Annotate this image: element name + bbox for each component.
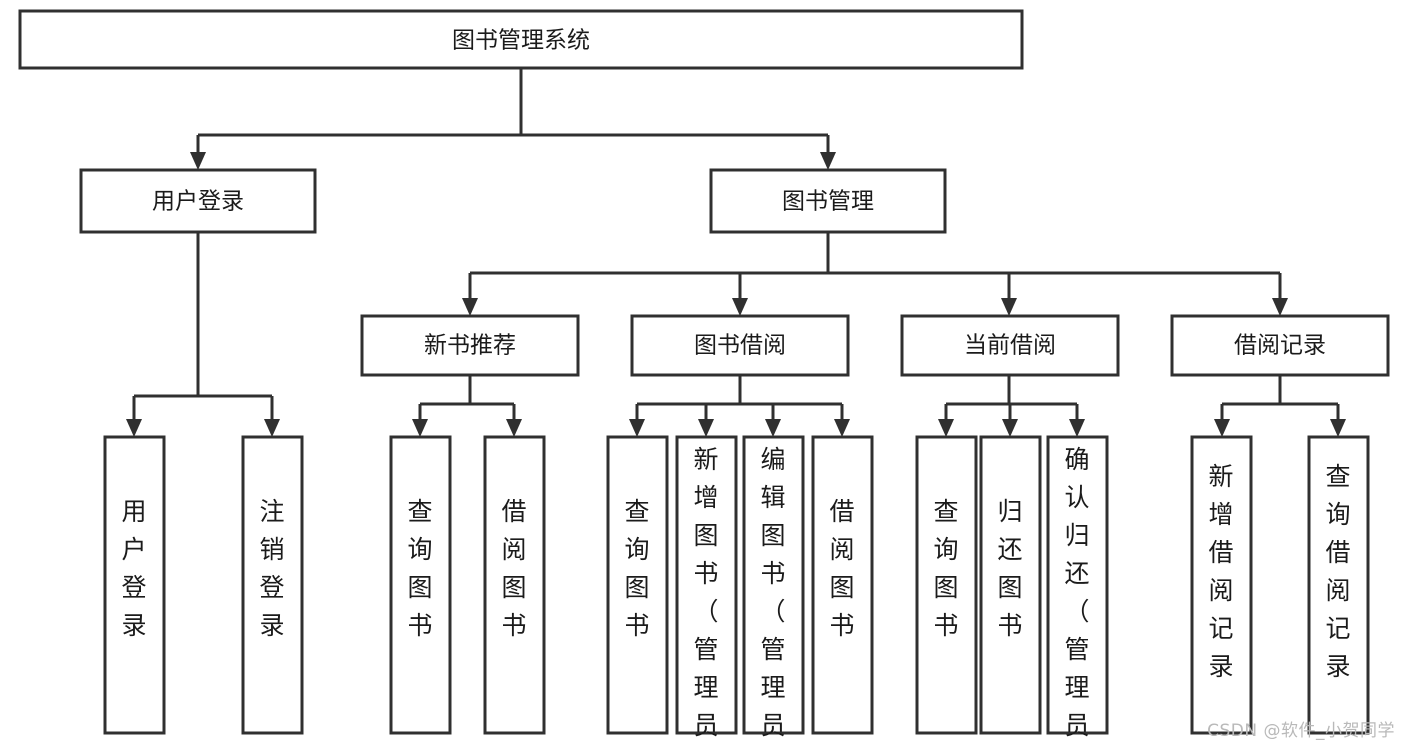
arrow-to-user-login bbox=[190, 152, 206, 170]
node-leaf-add-record-label: 新增借阅记录 bbox=[1208, 462, 1233, 681]
arrow-to-leaf-borrow-book-2 bbox=[834, 419, 850, 437]
node-leaf-query-record-label: 查询借阅记录 bbox=[1325, 462, 1350, 681]
node-leaf-query-book-3-label: 查询图书 bbox=[933, 497, 958, 640]
node-leaf-return-book-label: 归还图书 bbox=[997, 497, 1022, 640]
node-leaf-edit-book-box[interactable] bbox=[742, 435, 805, 735]
arrow-to-leaf-add-record bbox=[1214, 419, 1230, 437]
node-leaf-return-book-box[interactable] bbox=[979, 435, 1042, 735]
node-leaf-borrow-book-2-box[interactable] bbox=[811, 435, 874, 735]
arrow-to-book-borrow bbox=[732, 298, 748, 316]
node-leaf-edit-book-label: 编辑图书（管理员） bbox=[760, 445, 785, 747]
arrow-to-leaf-add-book bbox=[698, 419, 714, 437]
arrow-to-leaf-query-book-3 bbox=[938, 419, 954, 437]
arrow-to-leaf-query-book-2 bbox=[629, 419, 645, 437]
node-root-label: 图书管理系统 bbox=[452, 28, 590, 54]
node-current-borrow[interactable]: 当前借阅 bbox=[900, 314, 1120, 377]
node-book-manage[interactable]: 图书管理 bbox=[709, 168, 947, 234]
node-leaf-logout-login-box[interactable] bbox=[241, 435, 304, 735]
node-user-login-box[interactable] bbox=[79, 168, 317, 234]
node-leaf-query-book-2-box[interactable] bbox=[606, 435, 669, 735]
node-root[interactable]: 图书管理系统 bbox=[18, 9, 1024, 70]
csdn-watermark: CSDN @软件_小贺同学 bbox=[1207, 721, 1395, 741]
node-leaf-add-book-label: 新增图书（管理员） bbox=[693, 445, 718, 747]
node-leaf-add-record[interactable]: 新增借阅记录 bbox=[1190, 435, 1253, 735]
arrow-to-leaf-logout bbox=[264, 419, 280, 437]
node-leaf-confirm-return[interactable]: 确认归还（管理员） bbox=[1046, 435, 1109, 747]
node-leaf-edit-book[interactable]: 编辑图书（管理员） bbox=[742, 435, 805, 747]
node-book-manage-label: 图书管理 bbox=[782, 189, 874, 215]
node-leaf-borrow-book-1-box[interactable] bbox=[483, 435, 546, 735]
arrow-to-leaf-return-book bbox=[1002, 419, 1018, 437]
arrow-to-borrow-record bbox=[1272, 298, 1288, 316]
node-new-book-recommend[interactable]: 新书推荐 bbox=[360, 314, 580, 377]
node-leaf-logout-login[interactable]: 注销登录 bbox=[241, 435, 304, 735]
node-book-manage-box[interactable] bbox=[709, 168, 947, 234]
node-leaf-query-record-box[interactable] bbox=[1307, 435, 1370, 735]
arrow-to-book-manage bbox=[820, 152, 836, 170]
node-current-borrow-label: 当前借阅 bbox=[964, 333, 1056, 359]
arrow-to-leaf-confirm-return bbox=[1069, 419, 1085, 437]
node-borrow-record[interactable]: 借阅记录 bbox=[1170, 314, 1390, 377]
arrow-to-leaf-user-login bbox=[126, 419, 142, 437]
arrow-to-leaf-query-book-1 bbox=[412, 419, 428, 437]
node-leaf-user-login[interactable]: 用户登录 bbox=[103, 435, 166, 735]
arrow-to-new-book bbox=[462, 298, 478, 316]
node-leaf-confirm-return-label: 确认归还（管理员） bbox=[1064, 445, 1089, 747]
arrow-to-current-borrow bbox=[1001, 298, 1017, 316]
node-leaf-logout-login-label: 注销登录 bbox=[259, 497, 284, 640]
node-leaf-query-book-1-box[interactable] bbox=[389, 435, 452, 735]
node-leaf-user-login-label: 用户登录 bbox=[121, 497, 146, 640]
arrow-to-leaf-query-record bbox=[1330, 419, 1346, 437]
node-leaf-borrow-book-1[interactable]: 借阅图书 bbox=[483, 435, 546, 735]
node-leaf-query-book-3-box[interactable] bbox=[915, 435, 978, 735]
node-leaf-query-book-2[interactable]: 查询图书 bbox=[606, 435, 669, 735]
node-root-box[interactable] bbox=[18, 9, 1024, 70]
node-leaf-query-book-2-label: 查询图书 bbox=[624, 497, 649, 640]
node-new-book-recommend-box[interactable] bbox=[360, 314, 580, 377]
node-leaf-borrow-book-1-label: 借阅图书 bbox=[501, 497, 526, 640]
node-leaf-add-record-box[interactable] bbox=[1190, 435, 1253, 735]
node-leaf-query-book-1-label: 查询图书 bbox=[407, 497, 432, 640]
node-leaf-add-book[interactable]: 新增图书（管理员） bbox=[675, 435, 738, 747]
node-borrow-record-box[interactable] bbox=[1170, 314, 1390, 377]
node-borrow-record-label: 借阅记录 bbox=[1234, 333, 1326, 359]
node-leaf-borrow-book-2-label: 借阅图书 bbox=[829, 497, 854, 640]
node-book-borrow-label: 图书借阅 bbox=[694, 333, 786, 359]
arrow-to-leaf-borrow-book-1 bbox=[506, 419, 522, 437]
node-leaf-return-book[interactable]: 归还图书 bbox=[979, 435, 1042, 735]
node-leaf-confirm-return-box[interactable] bbox=[1046, 435, 1109, 735]
node-book-borrow[interactable]: 图书借阅 bbox=[630, 314, 850, 377]
node-leaf-user-login-box[interactable] bbox=[103, 435, 166, 735]
node-leaf-borrow-book-2[interactable]: 借阅图书 bbox=[811, 435, 874, 735]
node-book-borrow-box[interactable] bbox=[630, 314, 850, 377]
edges-group bbox=[126, 68, 1346, 437]
node-current-borrow-box[interactable] bbox=[900, 314, 1120, 377]
node-leaf-query-book-3[interactable]: 查询图书 bbox=[915, 435, 978, 735]
node-user-login-label: 用户登录 bbox=[152, 189, 244, 215]
node-leaf-query-book-1[interactable]: 查询图书 bbox=[389, 435, 452, 735]
node-user-login[interactable]: 用户登录 bbox=[79, 168, 317, 234]
node-leaf-add-book-box[interactable] bbox=[675, 435, 738, 735]
arrow-to-leaf-edit-book bbox=[765, 419, 781, 437]
node-leaf-query-record[interactable]: 查询借阅记录 bbox=[1307, 435, 1370, 735]
node-new-book-recommend-label: 新书推荐 bbox=[424, 333, 516, 359]
